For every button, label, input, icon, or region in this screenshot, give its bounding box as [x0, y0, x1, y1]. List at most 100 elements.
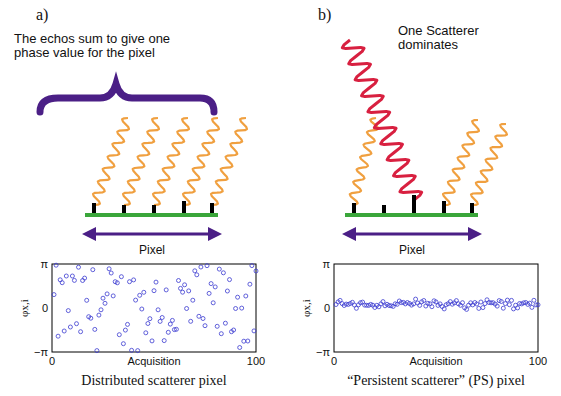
phase-point — [187, 289, 191, 293]
phase-point — [483, 302, 487, 306]
phase-point — [166, 330, 170, 334]
phase-point — [477, 306, 481, 310]
echo-wave — [153, 118, 189, 205]
phase-point — [77, 265, 81, 269]
echo-wave — [471, 124, 507, 205]
phase-point — [152, 289, 156, 293]
phase-point — [442, 307, 446, 311]
tick-label: π — [322, 258, 330, 270]
phase-point — [162, 339, 166, 343]
phase-point — [89, 316, 93, 320]
axis-title: φx,i — [18, 299, 30, 317]
phase-point — [228, 278, 232, 282]
phase-point — [201, 317, 205, 321]
phase-point — [207, 291, 211, 295]
pixel-arrow — [82, 227, 482, 241]
phase-point — [177, 279, 181, 283]
phase-point — [142, 290, 146, 294]
echo-wave — [93, 118, 129, 205]
phase-point — [236, 295, 240, 299]
tick-label: π — [40, 258, 48, 270]
phase-point — [507, 303, 511, 307]
tick-label: −π — [34, 346, 48, 358]
phase-point — [128, 280, 132, 284]
scatterer-bar — [92, 203, 96, 213]
scatterer-bar — [382, 205, 386, 213]
phase-point — [95, 349, 99, 353]
phase-point — [111, 294, 115, 298]
phase-point — [64, 274, 68, 278]
phase-point — [97, 313, 101, 317]
scatterer-bar — [152, 205, 156, 213]
phase-point — [203, 324, 207, 328]
phase-point — [530, 305, 534, 309]
tick-label: −π — [316, 346, 330, 358]
phase-point — [199, 265, 203, 269]
phase-point — [189, 319, 193, 323]
phase-point — [93, 327, 97, 331]
phase-point — [105, 292, 109, 296]
panel-letter: b) — [318, 6, 331, 24]
tick-label: 0 — [42, 302, 48, 314]
phase-point — [138, 293, 142, 297]
phase-point — [68, 325, 72, 329]
annotation: The echos sum to give one phase value fo… — [14, 32, 204, 61]
plot-frame — [52, 264, 256, 352]
phase-point — [244, 294, 248, 298]
scatterer-bar — [412, 195, 416, 213]
phase-point — [516, 306, 520, 310]
phase-point — [72, 278, 76, 282]
phase-point — [146, 322, 150, 326]
plot-frame — [334, 264, 538, 352]
phase-point — [381, 300, 385, 304]
echo-wave — [123, 118, 159, 205]
phase-point — [140, 307, 144, 311]
phase-point — [52, 293, 56, 297]
phase-point — [75, 322, 79, 326]
phase-point — [99, 308, 103, 312]
phase-point — [91, 268, 95, 272]
phase-point — [501, 306, 505, 310]
phase-point — [254, 269, 258, 273]
phase-point — [132, 278, 136, 282]
phase-point — [119, 275, 123, 279]
tick-label: 0 — [49, 355, 55, 367]
phase-point — [215, 324, 219, 328]
phase-point — [56, 334, 60, 338]
phase-point — [223, 321, 227, 325]
tick-label: 0 — [331, 355, 337, 367]
phase-point — [248, 282, 252, 286]
pixel-ground — [85, 213, 218, 217]
phase-point — [79, 330, 83, 334]
phase-point — [219, 332, 223, 336]
axis-title: φx,i — [300, 299, 312, 317]
phase-point — [512, 307, 516, 311]
phase-point — [252, 329, 256, 333]
scatterer-bars — [92, 195, 474, 213]
caption: Distributed scatterer pixel — [81, 373, 226, 388]
phase-point — [240, 306, 244, 310]
phase-point — [70, 274, 74, 278]
phase-point — [126, 322, 130, 326]
phase-point — [62, 329, 66, 333]
scatterer-bar — [442, 201, 446, 213]
scatterer-bar — [122, 205, 126, 213]
phase-point — [136, 349, 140, 353]
phase-point — [205, 264, 209, 268]
phase-point — [85, 298, 89, 302]
annotation: One Scatterer dominates — [398, 24, 488, 53]
panel-letter: a) — [36, 6, 48, 24]
phase-point — [334, 303, 338, 307]
caption: “Persistent scatterer” (PS) pixel — [347, 373, 525, 388]
phase-point — [465, 307, 469, 311]
pixel-label: Pixel — [139, 244, 165, 257]
phase-point — [181, 290, 185, 294]
scatterer-bar — [182, 201, 186, 213]
phase-point — [160, 316, 164, 320]
phase-point — [250, 264, 254, 268]
phase-point — [536, 303, 540, 307]
phase-point — [495, 304, 499, 308]
phase-point — [479, 300, 483, 304]
axis-title: Acquisition — [127, 355, 180, 367]
phase-point — [225, 289, 229, 293]
